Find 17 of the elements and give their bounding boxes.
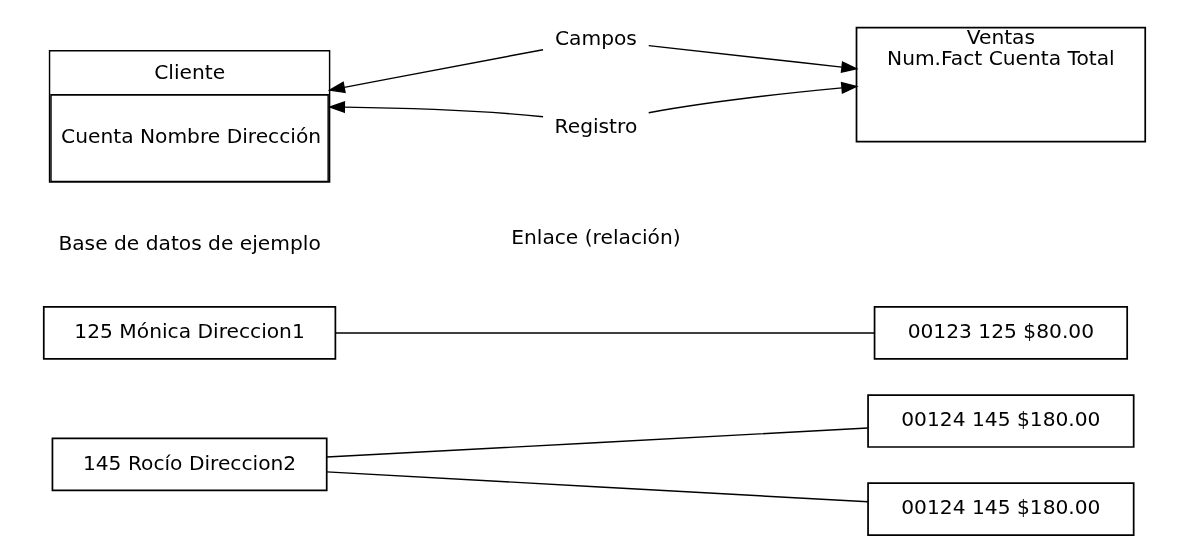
arrow (327, 101, 544, 118)
node-box: 00123 125 $80.00 (873, 306, 1128, 360)
node-box: 145 Rocío Direccion2 (51, 437, 328, 492)
node-box: 00124 145 $180.00 (866, 482, 1135, 536)
node-box: 125 Mónica Direccion1 (42, 306, 336, 360)
arrow (647, 81, 859, 114)
connector (334, 332, 875, 334)
connector (325, 471, 869, 503)
node-box: Ventas Num.Fact Cuenta Total (855, 26, 1146, 143)
arrow (327, 48, 544, 94)
label: Base de datos de ejemplo (57, 231, 321, 256)
arrow (647, 44, 859, 74)
connector (325, 427, 869, 458)
node-box: 00124 145 $180.00 (866, 394, 1135, 448)
node-text: Registro (554, 114, 637, 139)
node-text: Campos (554, 26, 637, 51)
label: Enlace (relación) (510, 225, 681, 250)
